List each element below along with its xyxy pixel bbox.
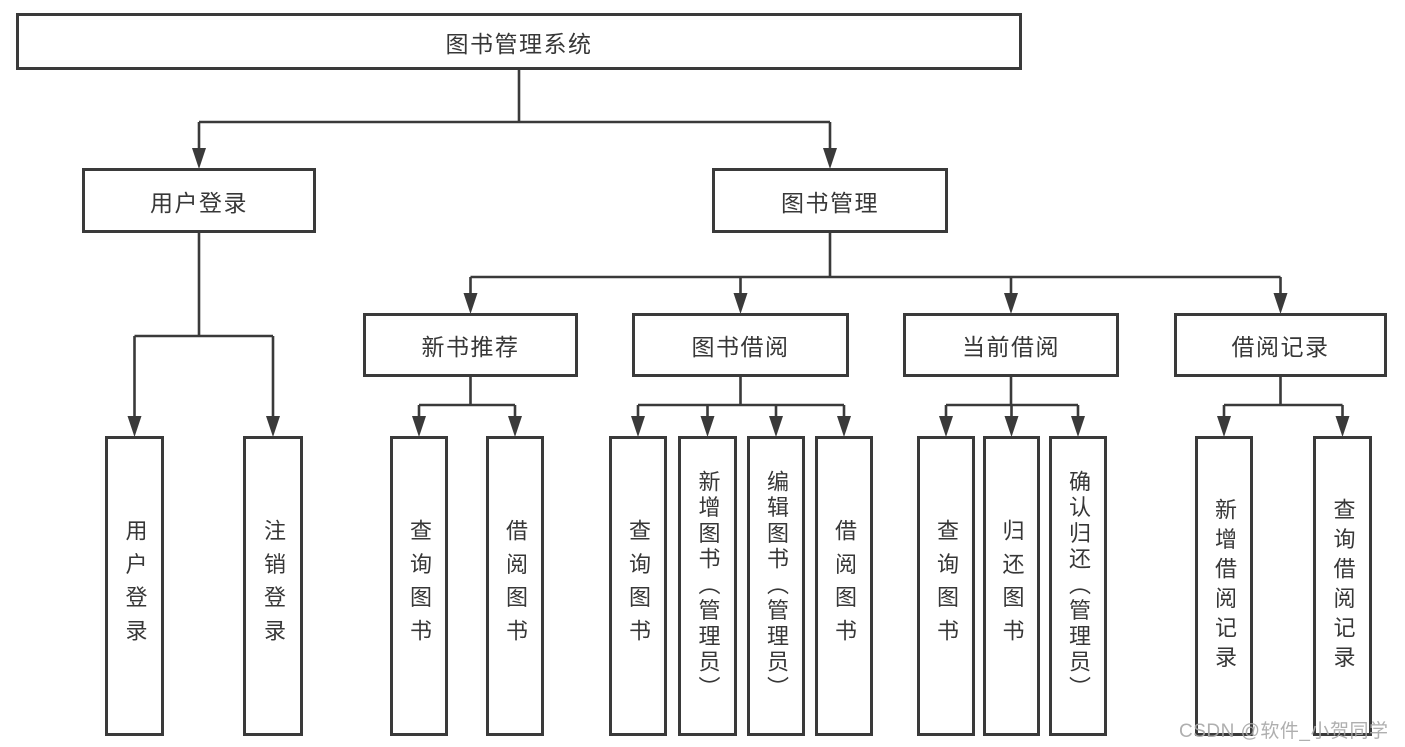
connector-new-book-recommendation [412, 377, 522, 437]
leaf-borrow-books-recommend: 借阅图书 [486, 436, 544, 736]
leaf-borrow-books-borrowing: 借阅图书 [815, 436, 873, 736]
leaf-logout-login: 注销登录 [243, 436, 303, 736]
node-new-book-recommendation: 新书推荐 [363, 313, 578, 377]
node-borrowing-records: 借阅记录 [1174, 313, 1387, 377]
node-user-login: 用户登录 [82, 168, 316, 233]
connector-book-borrowing [631, 377, 851, 437]
connector-book-management [463, 233, 1288, 314]
leaf-confirm-return-admin: 确认归还（管理员） [1049, 436, 1107, 736]
leaf-add-books-admin: 新增图书（管理员） [678, 436, 737, 736]
node-book-borrowing: 图书借阅 [632, 313, 849, 377]
watermark: CSDN @软件_小贺同学 [1179, 721, 1389, 742]
leaf-edit-books-admin: 编辑图书（管理员） [747, 436, 805, 736]
leaf-query-books-recommend: 查询图书 [390, 436, 448, 736]
leaf-query-books-current: 查询图书 [917, 436, 975, 736]
connector-user-login [127, 233, 280, 437]
leaf-return-books: 归还图书 [983, 436, 1040, 736]
leaf-query-books-borrowing: 查询图书 [609, 436, 667, 736]
connector-borrowing-records [1217, 377, 1350, 437]
node-library-management-system: 图书管理系统 [16, 13, 1022, 70]
connector-root [192, 70, 837, 169]
node-book-management: 图书管理 [712, 168, 948, 233]
leaf-user-login: 用户登录 [105, 436, 164, 736]
node-current-borrowing: 当前借阅 [903, 313, 1119, 377]
leaf-add-borrow-record: 新增借阅记录 [1195, 436, 1253, 736]
leaf-query-borrow-record: 查询借阅记录 [1313, 436, 1372, 736]
connector-current-borrowing [939, 377, 1085, 437]
